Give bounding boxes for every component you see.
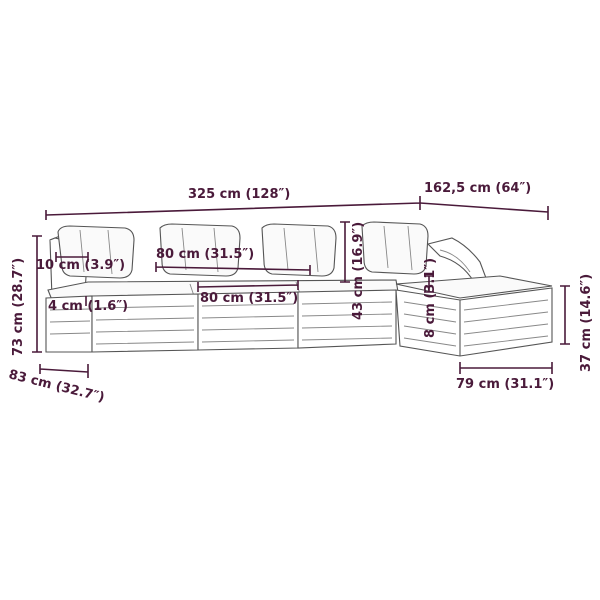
cushion-height-label: 43 cm (16.9″) — [351, 222, 366, 320]
total-width-label: 325 cm (128″) — [188, 187, 290, 202]
depth-label: 83 cm (32.7″) — [7, 367, 106, 405]
ottoman-base — [395, 287, 553, 357]
total-height-label: 73 cm (28.7″) — [11, 258, 26, 356]
ottoman-depth-label: 162,5 cm (64″) — [424, 181, 531, 196]
dimension-lines — [32, 196, 570, 378]
ottoman-slats — [403, 299, 549, 347]
sofa-set-illustration — [45, 221, 553, 357]
seat-width-label: 80 cm (31.5″) — [156, 247, 254, 262]
armrest-width-label: 10 cm (3.9″) — [36, 258, 125, 273]
back-cushion-4 — [361, 221, 429, 275]
base-slats — [49, 301, 393, 345]
ottoman-width-label: 79 cm (31.1″) — [456, 377, 554, 392]
base-width-label: 80 cm (31.5″) — [200, 291, 298, 306]
back-cushion-3 — [261, 223, 337, 277]
base-frame-4 — [297, 289, 397, 349]
frame-thickness-label: 4 cm (1.6″) — [48, 299, 128, 314]
ottoman-height-label: 37 cm (14.6″) — [579, 274, 594, 372]
back-cushion-1 — [57, 225, 135, 279]
ottoman-cushion — [395, 275, 553, 299]
cushion-thickness-label: 8 cm (3.1″) — [423, 258, 438, 338]
